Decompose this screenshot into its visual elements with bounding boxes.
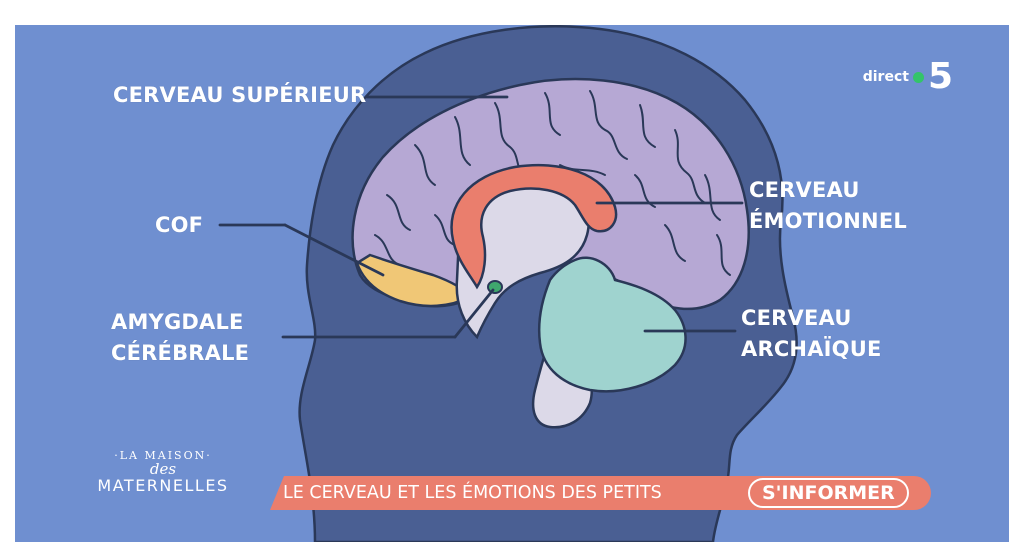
channel-logo: direct 5 <box>863 59 953 95</box>
label-superior-brain: CERVEAU SUPÉRIEUR <box>113 83 367 107</box>
brain-diagram <box>218 25 798 542</box>
banner-tag: S'INFORMER <box>748 478 909 508</box>
show-logo-top: ·LA MAISON· <box>114 449 212 462</box>
show-logo-middle: des <box>149 460 177 478</box>
limbic-arc <box>450 163 618 290</box>
show-logo-bottom: MATERNELLES <box>97 476 229 495</box>
cerebellum <box>537 256 687 393</box>
live-dot-icon <box>912 71 924 83</box>
label-amygdala: AMYGDALE CÉRÉBRALE <box>111 310 250 365</box>
show-logo: ·LA MAISON· des MATERNELLES <box>88 449 238 496</box>
lower-third-banner <box>270 476 735 510</box>
label-emotional-brain: CERVEAU ÉMOTIONNEL <box>749 178 907 233</box>
label-archaic-brain: CERVEAU ARCHAÏQUE <box>741 306 882 361</box>
label-cof: COF <box>155 213 204 237</box>
banner-title: LE CERVEAU ET LES ÉMOTIONS DES PETITS <box>283 483 662 503</box>
pointer-lines <box>218 95 744 339</box>
channel-number: 5 <box>927 56 953 97</box>
video-frame: CERVEAU SUPÉRIEUR COF AMYGDALE CÉRÉBRALE… <box>15 25 1009 542</box>
channel-direct-text: direct <box>862 69 909 85</box>
amygdala <box>487 280 503 294</box>
